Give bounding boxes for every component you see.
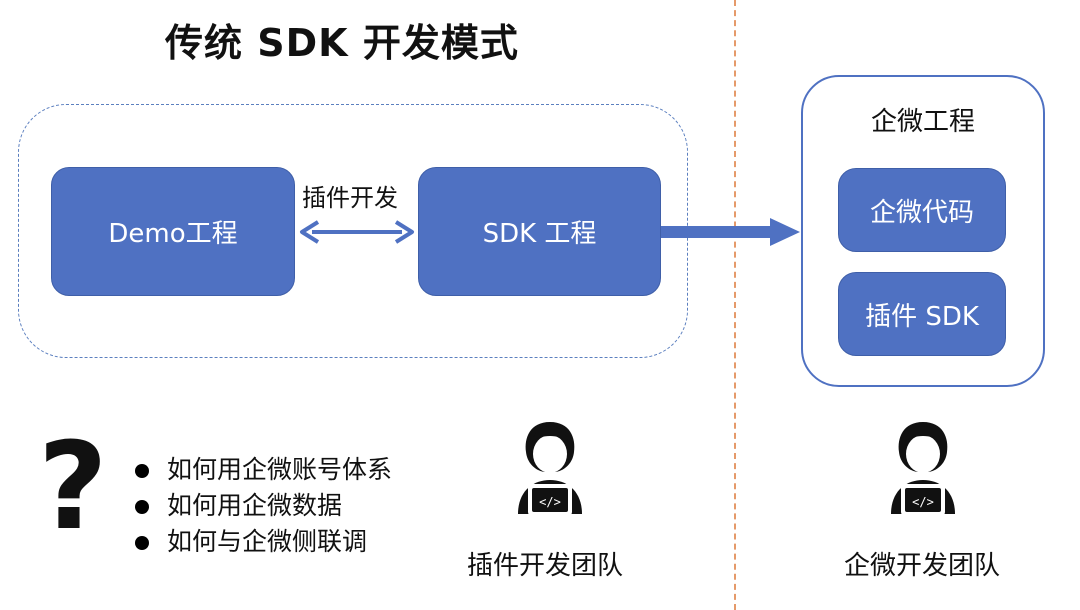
list-item: 如何用企微账号体系	[135, 452, 392, 488]
list-item: 如何与企微侧联调	[135, 524, 392, 560]
svg-text:</>: </>	[539, 495, 561, 509]
wecom-project-title: 企微工程	[870, 107, 975, 137]
plugin-dev-label: 插件开发	[302, 184, 398, 212]
sdk-project-box: SDK 工程	[418, 167, 661, 296]
delivery-arrow	[661, 218, 800, 246]
svg-text:</>: </>	[912, 495, 934, 509]
wecom-team-label: 企微开发团队	[843, 551, 1000, 581]
plugin-team-label: 插件开发团队	[466, 551, 623, 581]
wecom-code-box: 企微代码	[838, 168, 1006, 252]
developer-icon: </>	[891, 422, 955, 516]
question-mark: ?	[38, 418, 108, 557]
question-list: 如何用企微账号体系 如何用企微数据 如何与企微侧联调	[135, 452, 392, 560]
vertical-divider	[734, 0, 736, 610]
list-item: 如何用企微数据	[135, 488, 392, 524]
demo-project-box: Demo工程	[51, 167, 295, 296]
bidirectional-arrow	[300, 220, 414, 244]
plugin-sdk-box: 插件 SDK	[838, 272, 1006, 356]
developer-icon: </>	[518, 422, 582, 516]
wecom-project-panel	[801, 75, 1045, 387]
diagram-title: 传统 SDK 开发模式	[165, 21, 519, 65]
